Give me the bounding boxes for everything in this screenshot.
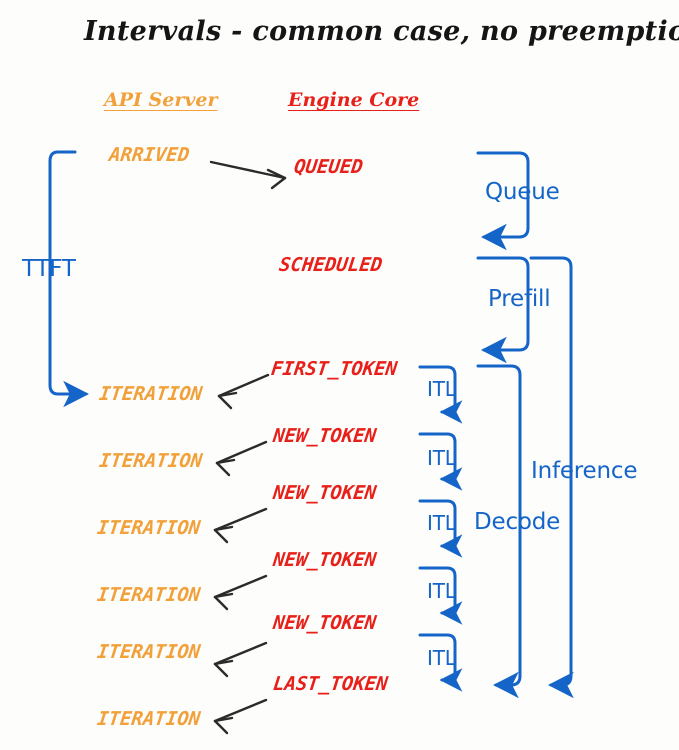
itl-bracket bbox=[418, 432, 463, 491]
state-iteration-2: ITERATION bbox=[97, 450, 204, 472]
arrow-last-token bbox=[213, 698, 268, 735]
state-new-token-4: NEW_TOKEN bbox=[271, 612, 378, 634]
itl-bracket bbox=[418, 633, 463, 692]
state-new-token-3: NEW_TOKEN bbox=[271, 549, 378, 571]
interval-label-decode: Decode bbox=[474, 509, 561, 535]
itl-bracket bbox=[418, 566, 463, 625]
state-scheduled: SCHEDULED bbox=[277, 254, 384, 276]
decode-bracket bbox=[476, 364, 522, 699]
queue-bracket bbox=[476, 151, 530, 251]
arrow-new-token-4 bbox=[213, 641, 268, 678]
state-new-token-1: NEW_TOKEN bbox=[271, 425, 378, 447]
interval-label-itl-2: ITL bbox=[427, 446, 456, 470]
interval-label-queue: Queue bbox=[485, 179, 560, 205]
itl-brackets bbox=[418, 365, 463, 692]
interval-label-itl-5: ITL bbox=[427, 646, 456, 670]
column-header-engine-core: Engine Core bbox=[288, 89, 420, 111]
prefill-bracket bbox=[476, 256, 530, 364]
interval-label-itl-4: ITL bbox=[427, 579, 456, 603]
state-last-token: LAST_TOKEN bbox=[271, 673, 389, 695]
state-iteration-3: ITERATION bbox=[95, 517, 202, 539]
transition-arrows bbox=[209, 160, 287, 735]
inference-bracket bbox=[529, 256, 574, 699]
arrow-new-token-1 bbox=[215, 440, 268, 477]
itl-bracket bbox=[418, 365, 463, 424]
interval-label-itl-3: ITL bbox=[427, 511, 456, 535]
interval-label-prefill: Prefill bbox=[488, 286, 551, 312]
state-first-token: FIRST_TOKEN bbox=[269, 358, 399, 380]
ttft-bracket bbox=[48, 150, 89, 408]
arrow-new-token-3 bbox=[213, 574, 268, 611]
page-title: Intervals - common case, no preemptions bbox=[84, 16, 679, 47]
column-header-api-server: API Server bbox=[104, 89, 218, 111]
state-iteration-4: ITERATION bbox=[95, 584, 202, 606]
state-queued: QUEUED bbox=[292, 156, 365, 178]
arrow-first-token bbox=[217, 373, 270, 410]
interval-label-inference: Inference bbox=[531, 458, 638, 484]
interval-label-ttft: TTFT bbox=[22, 256, 76, 282]
itl-bracket bbox=[418, 499, 463, 558]
state-iteration-6: ITERATION bbox=[95, 708, 202, 730]
interval-label-itl-1: ITL bbox=[427, 377, 456, 401]
arrow-arrived-to-queued bbox=[209, 160, 287, 190]
arrow-new-token-2 bbox=[213, 507, 268, 544]
state-iteration-1: ITERATION bbox=[97, 383, 204, 405]
state-arrived: ARRIVED bbox=[107, 144, 191, 166]
state-new-token-2: NEW_TOKEN bbox=[271, 482, 378, 504]
state-iteration-5: ITERATION bbox=[95, 641, 202, 663]
